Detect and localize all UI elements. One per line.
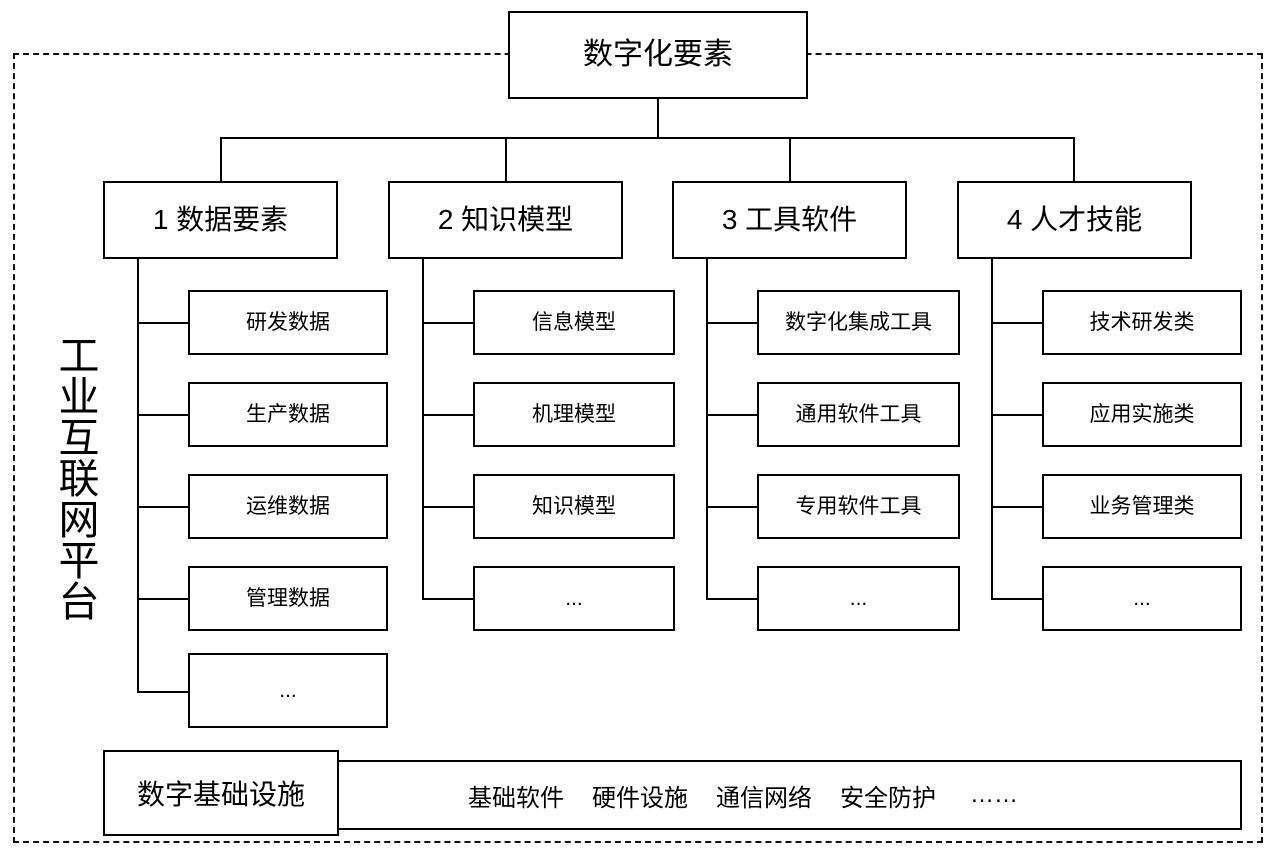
- category-3-stub-line-3: [706, 506, 758, 509]
- category-1-stub-line-4: [137, 598, 189, 601]
- root-stem-line: [657, 97, 660, 139]
- category-1-stub-line-5: [137, 691, 189, 694]
- category-2-spine-line: [422, 258, 425, 600]
- leaf-box-1-1: 研发数据: [188, 290, 388, 355]
- infrastructure-item-5-ellipsis: ……: [970, 781, 1018, 808]
- category-3-stub-line-2: [706, 414, 758, 417]
- category-4-stub-line-2: [991, 414, 1043, 417]
- leaf-box-1-5-ellipsis: ...: [188, 653, 388, 728]
- category-1-stub-line-1: [137, 322, 189, 325]
- category-3-stub-line-4: [706, 598, 758, 601]
- infrastructure-item-1: 基础软件: [468, 784, 564, 812]
- category-2-stub-line-1: [422, 322, 474, 325]
- leaf-box-1-4: 管理数据: [188, 566, 388, 631]
- category-1-spine-line: [137, 258, 140, 693]
- category-1-stub-line-3: [137, 506, 189, 509]
- category-4-stub-line-4: [991, 598, 1043, 601]
- category-drop-line-2: [505, 137, 508, 182]
- leaf-box-1-2: 生产数据: [188, 382, 388, 447]
- category-bus-line: [221, 137, 1075, 140]
- category-box-4-talent-skills: 4 人才技能: [957, 181, 1192, 259]
- category-box-2-knowledge-models: 2 知识模型: [388, 181, 623, 259]
- category-4-spine-line: [991, 258, 994, 600]
- category-2-stub-line-2: [422, 414, 474, 417]
- infrastructure-items: 基础软件 硬件设施 通信网络 安全防护 ……: [468, 777, 1018, 813]
- category-box-1-data-elements: 1 数据要素: [103, 181, 338, 259]
- leaf-box-2-4-ellipsis: ...: [473, 566, 675, 631]
- leaf-box-4-2: 应用实施类: [1042, 382, 1242, 447]
- leaf-box-4-4-ellipsis: ...: [1042, 566, 1242, 631]
- leaf-box-3-1: 数字化集成工具: [757, 290, 960, 355]
- category-2-stub-line-4: [422, 598, 474, 601]
- infrastructure-item-4: 安全防护: [840, 784, 936, 812]
- leaf-box-3-3: 专用软件工具: [757, 474, 960, 539]
- platform-vertical-label: 工业互联网平台: [52, 333, 98, 621]
- leaf-box-1-3: 运维数据: [188, 474, 388, 539]
- leaf-box-4-1: 技术研发类: [1042, 290, 1242, 355]
- category-4-stub-line-3: [991, 506, 1043, 509]
- category-4-stub-line-1: [991, 322, 1043, 325]
- category-3-spine-line: [706, 258, 709, 600]
- leaf-box-3-4-ellipsis: ...: [757, 566, 960, 631]
- infrastructure-item-2: 硬件设施: [592, 784, 688, 812]
- category-2-stub-line-3: [422, 506, 474, 509]
- category-box-3-tool-software: 3 工具软件: [672, 181, 907, 259]
- leaf-box-2-1: 信息模型: [473, 290, 675, 355]
- category-drop-line-4: [1073, 137, 1076, 182]
- leaf-box-3-2: 通用软件工具: [757, 382, 960, 447]
- category-drop-line-3: [789, 137, 792, 182]
- leaf-box-2-3: 知识模型: [473, 474, 675, 539]
- leaf-box-4-3: 业务管理类: [1042, 474, 1242, 539]
- leaf-box-2-2: 机理模型: [473, 382, 675, 447]
- infrastructure-bar: [200, 760, 1242, 830]
- infrastructure-label-box: 数字基础设施: [103, 750, 339, 836]
- category-3-stub-line-1: [706, 322, 758, 325]
- infrastructure-item-3: 通信网络: [716, 784, 812, 812]
- category-drop-line-1: [220, 137, 223, 182]
- root-node-digital-elements: 数字化要素: [508, 11, 808, 99]
- category-1-stub-line-2: [137, 414, 189, 417]
